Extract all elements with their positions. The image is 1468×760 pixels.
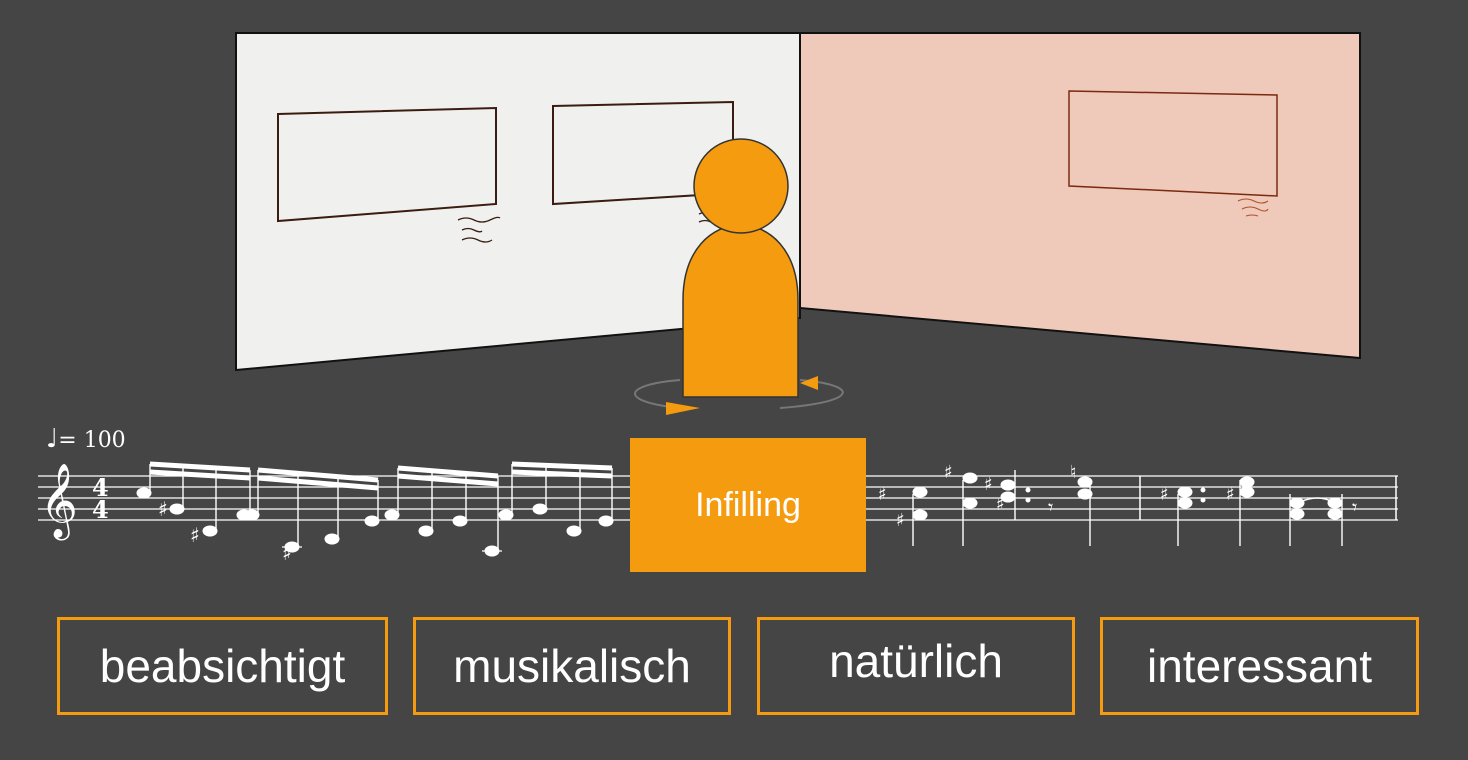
criterion-label: natürlich bbox=[829, 635, 1003, 687]
svg-text:♮: ♮ bbox=[1070, 462, 1076, 483]
svg-text:♯: ♯ bbox=[282, 541, 292, 565]
svg-text:4: 4 bbox=[92, 495, 109, 524]
notes-right: ♯ ♯ ♯ ♯ ♯ ♮ ♯ ♯ 𝄾 𝄾 bbox=[878, 462, 1357, 546]
caption-scribble-3 bbox=[1237, 198, 1269, 217]
picture-frame-3 bbox=[1068, 90, 1278, 197]
rotation-arrow-right-icon bbox=[800, 376, 818, 390]
quarter-note-icon: ♩ bbox=[46, 424, 59, 454]
svg-text:♯: ♯ bbox=[944, 462, 953, 483]
treble-clef-icon: 𝄞 bbox=[40, 464, 78, 541]
criterion-label: beabsichtigt bbox=[99, 640, 346, 692]
notes-left: ♯ ♯ ♯ bbox=[136, 461, 614, 565]
svg-text:♯: ♯ bbox=[1226, 484, 1235, 505]
criterion-box-interessant: interessant bbox=[1100, 617, 1419, 715]
tempo-value: = 100 bbox=[58, 428, 126, 453]
rotation-arc-right bbox=[779, 379, 844, 409]
picture-frame-1 bbox=[277, 106, 497, 223]
barlines bbox=[1139, 476, 1397, 520]
tempo-marking: ♩= 100 bbox=[46, 424, 126, 454]
person-head bbox=[693, 138, 789, 234]
criterion-box-natuerlich: natürlich bbox=[757, 617, 1075, 715]
left-wall bbox=[235, 32, 801, 372]
time-signature: 4 bbox=[92, 473, 109, 502]
criterion-box-beabsichtigt: beabsichtigt bbox=[57, 617, 388, 715]
svg-text:♯: ♯ bbox=[996, 494, 1005, 515]
rotation-arc-left bbox=[634, 379, 681, 409]
svg-text:♯: ♯ bbox=[878, 484, 887, 505]
infilling-label: Infilling bbox=[695, 485, 801, 524]
svg-text:𝄾: 𝄾 bbox=[1048, 495, 1053, 519]
rotation-arrow-left-icon bbox=[666, 402, 700, 415]
infilling-block: Infilling bbox=[630, 438, 866, 572]
svg-text:𝄾: 𝄾 bbox=[1352, 495, 1357, 519]
criterion-label: interessant bbox=[1146, 640, 1372, 692]
caption-scribble-1 bbox=[457, 216, 501, 243]
person-body bbox=[682, 224, 799, 398]
svg-text:♯: ♯ bbox=[896, 510, 905, 531]
svg-text:♯: ♯ bbox=[190, 523, 200, 547]
svg-text:♯: ♯ bbox=[1160, 484, 1169, 505]
criterion-box-musikalisch: musikalisch bbox=[413, 617, 731, 715]
svg-text:♯: ♯ bbox=[158, 497, 168, 521]
criterion-label: musikalisch bbox=[453, 640, 691, 692]
svg-text:♯: ♯ bbox=[984, 474, 993, 495]
right-wall bbox=[799, 32, 1361, 360]
